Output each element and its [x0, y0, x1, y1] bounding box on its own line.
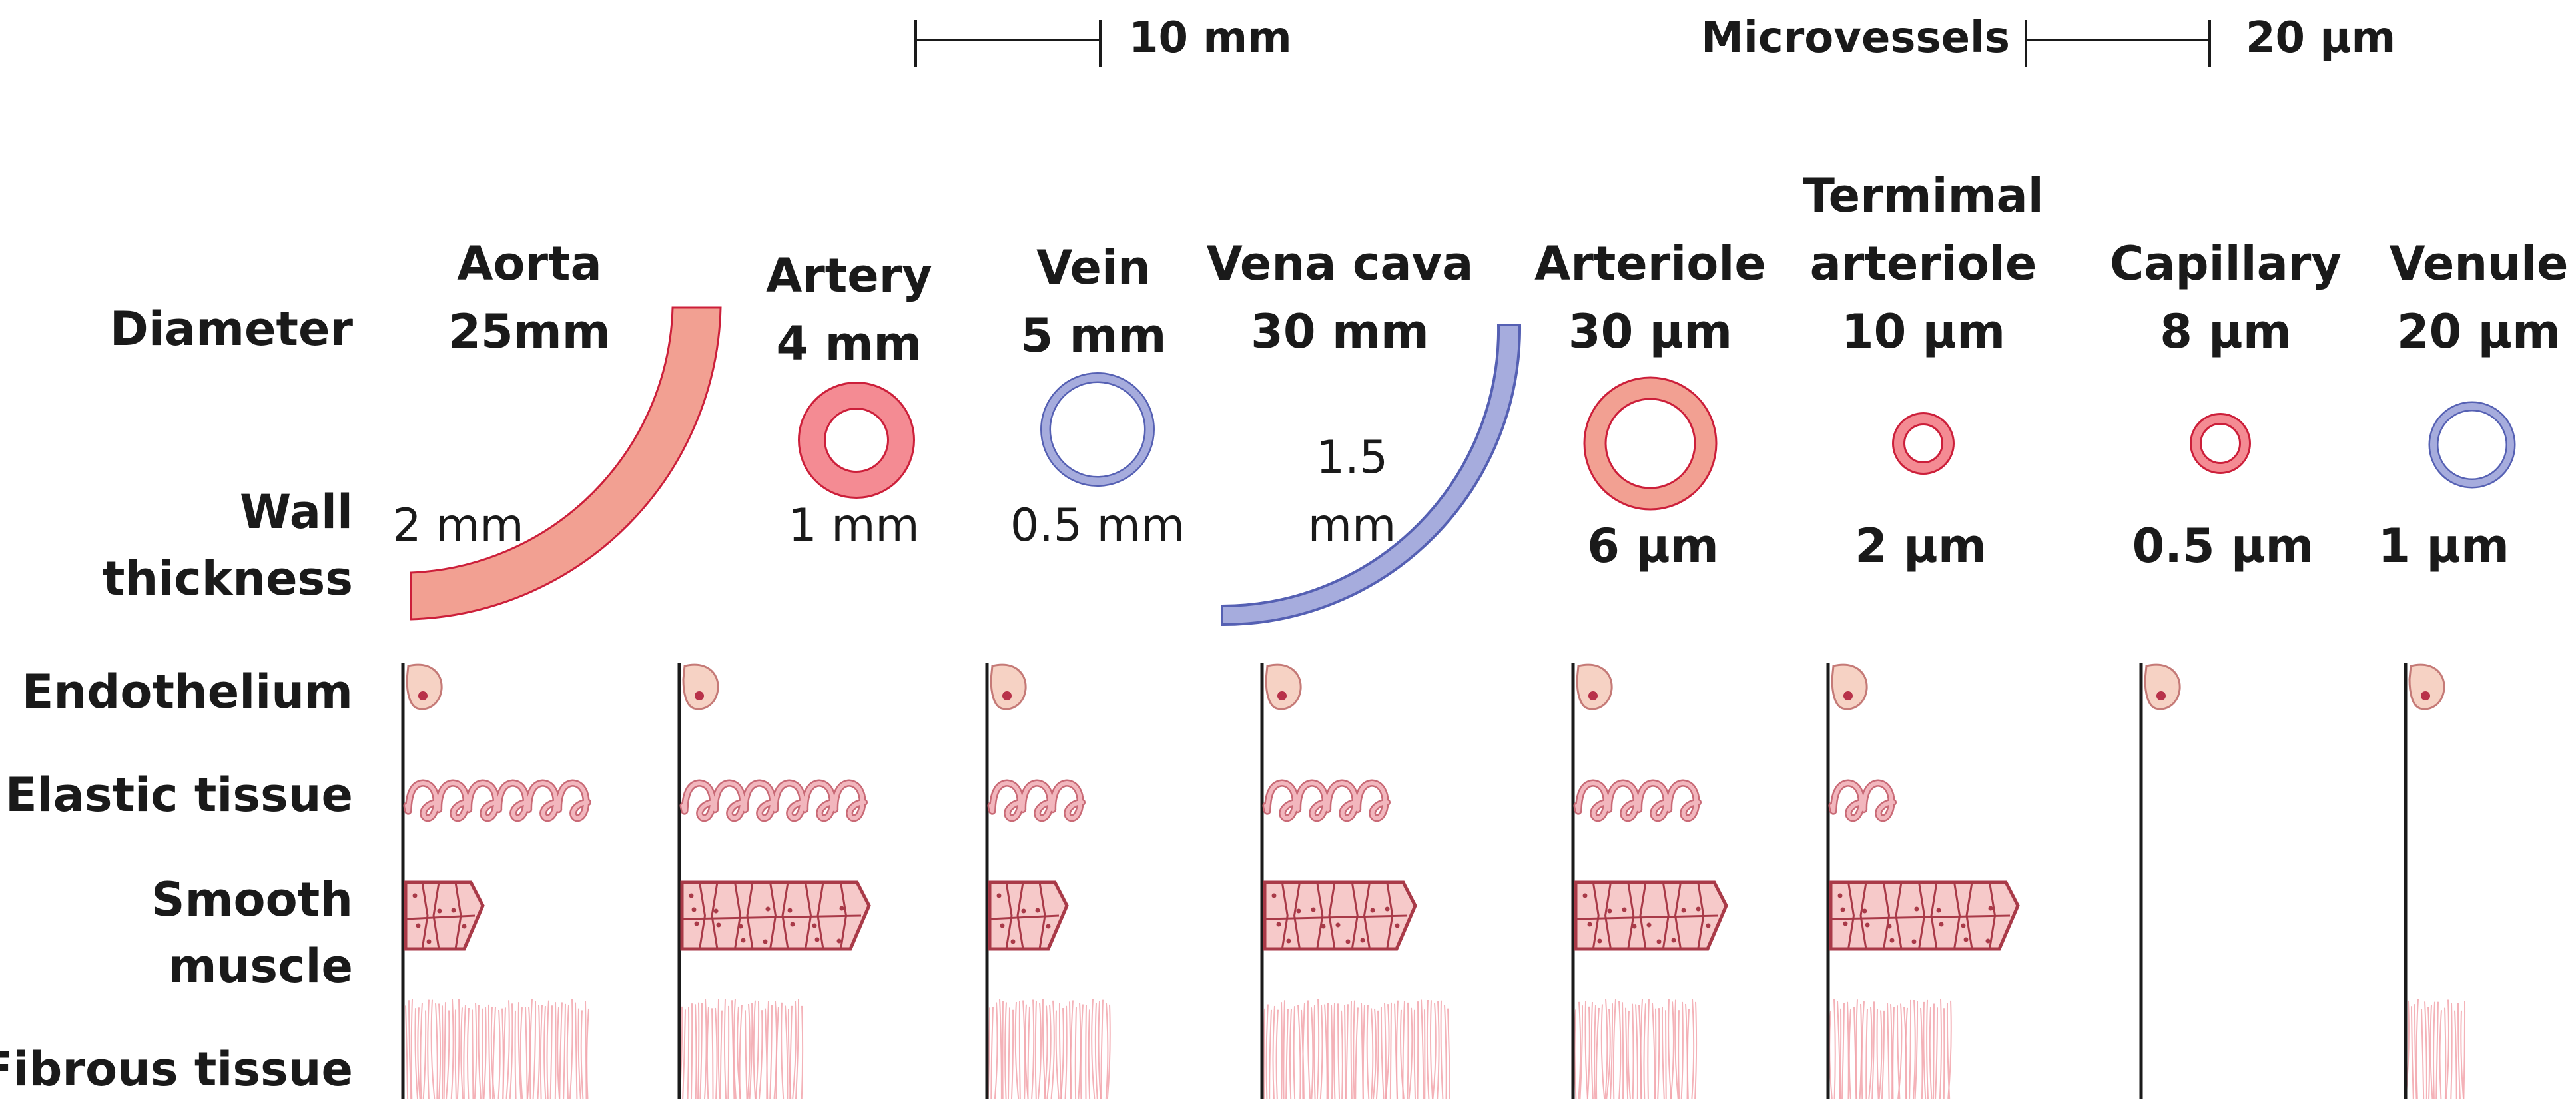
vessel-name-terminal-arteriole-1: Termimal: [1803, 168, 2044, 223]
tissue-column-terminal-arteriole: [1826, 663, 2020, 1099]
aorta-wall-arc: [410, 306, 722, 621]
smooth-muscle-aorta: [404, 880, 485, 951]
tissue-column-vena-cava: [1260, 663, 1450, 1099]
row-label-elastic: Elastic tissue: [5, 768, 353, 822]
row-label-diameter: Diameter: [110, 302, 354, 356]
row-label-smooth-1: Smooth: [151, 872, 353, 927]
tissue-column-arteriole: [1571, 663, 1728, 1099]
smooth-muscle-vena-cava: [1263, 880, 1417, 951]
vessel-diameter-artery: 4 mm: [777, 316, 922, 371]
fibrous-tissue-aorta: [405, 999, 589, 1099]
wall-thickness-vena-cava-2: mm: [1308, 499, 1396, 552]
endothelium-cell-vena-cava: [1265, 663, 1302, 710]
vessel-name-aorta: Aorta: [457, 236, 602, 291]
tissue-column-aorta: [401, 663, 591, 1099]
vessel-name-vein: Vein: [1036, 240, 1151, 295]
endothelium-cell-terminal-arteriole: [1831, 663, 1868, 710]
tissue-column-artery: [677, 663, 871, 1099]
fibrous-tissue-artery: [679, 999, 804, 1099]
cross-sections: [410, 306, 2516, 627]
row-labels: Diameter Wall thickness Endothelium Elas…: [0, 302, 353, 1097]
row-label-wall-2: thickness: [103, 551, 353, 606]
vessel-diameter-arteriole: 30 µm: [1568, 304, 1732, 359]
tissue-column-venule: [2404, 663, 2466, 1099]
vessel-diameter-vena-cava: 30 mm: [1251, 304, 1429, 359]
vessel-diameter-venule: 20 µm: [2397, 304, 2561, 359]
vessel-name-capillary: Capillary: [2110, 236, 2342, 291]
fibrous-tissue-arteriole: [1574, 999, 1698, 1099]
wall-thickness-labels: 2 mm 1 mm 0.5 mm 1.5 mm 6 µm 2 µm 0.5 µm…: [392, 431, 2509, 573]
row-label-endothelium: Endothelium: [22, 665, 353, 719]
elastic-tissue-arteriole: [1573, 779, 1702, 822]
endothelium-cell-vein: [990, 663, 1027, 710]
wall-thickness-terminal-arteriole: 2 µm: [1855, 519, 1987, 573]
elastic-tissue-terminal-arteriole: [1828, 779, 1897, 822]
scale-bar-micro-label: 20 µm: [2246, 13, 2396, 63]
fibrous-tissue-venule: [2405, 999, 2466, 1099]
wall-thickness-venule: 1 µm: [2378, 519, 2509, 573]
vessel-name-vena-cava: Vena cava: [1207, 236, 1474, 291]
wall-thickness-aorta: 2 mm: [392, 499, 523, 552]
scale-bar-main-label: 10 mm: [1129, 13, 1292, 63]
elastic-tissue-vena-cava: [1262, 779, 1391, 822]
scale-bar-micro: Microvessels 20 µm: [1701, 13, 2396, 67]
vessel-diameter-vein: 5 mm: [1021, 308, 1167, 363]
elastic-tissue-aorta: [403, 779, 591, 822]
wall-thickness-vein: 0.5 mm: [1010, 499, 1185, 552]
elastic-tissue-vein: [987, 779, 1086, 822]
smooth-muscle-arteriole: [1574, 880, 1728, 951]
smooth-muscle-vein: [988, 880, 1069, 951]
vena-cava-wall-arc: [1221, 324, 1522, 627]
row-label-wall-1: Wall: [240, 485, 353, 539]
endothelium-cell-capillary: [2144, 663, 2181, 710]
endothelium-cell-arteriole: [1576, 663, 1613, 710]
microvessels-label: Microvessels: [1701, 13, 2010, 63]
fibrous-tissue-vein: [987, 999, 1111, 1099]
wall-thickness-capillary: 0.5 µm: [2132, 519, 2314, 573]
tissue-column-capillary: [2139, 663, 2181, 1099]
scale-bar-main: 10 mm: [914, 13, 1292, 67]
wall-thickness-artery: 1 mm: [788, 499, 919, 552]
endothelium-cell-aorta: [406, 663, 443, 710]
tissue-columns: [401, 663, 2466, 1099]
endothelium-cell-venule: [2408, 663, 2445, 710]
vessel-headers: Aorta 25mm Artery 4 mm Vein 5 mm Vena ca…: [448, 168, 2568, 371]
fibrous-tissue-vena-cava: [1263, 998, 1450, 1099]
smooth-muscle-artery: [680, 880, 871, 951]
vessel-diameter-terminal-arteriole: 10 µm: [1841, 304, 2005, 359]
vessel-name-terminal-arteriole-2: arteriole: [1810, 236, 2037, 291]
wall-thickness-vena-cava-1: 1.5: [1316, 431, 1388, 484]
vessel-diameter-aorta: 25mm: [448, 304, 610, 359]
smooth-muscle-terminal-arteriole: [1829, 880, 2020, 951]
vessel-diameter-capillary: 8 µm: [2160, 304, 2292, 359]
vessel-name-artery: Artery: [766, 248, 932, 303]
tissue-column-vein: [985, 663, 1111, 1099]
fibrous-tissue-terminal-arteriole: [1829, 999, 1952, 1099]
endothelium-cell-artery: [682, 663, 719, 710]
vessel-name-arteriole: Arteriole: [1534, 236, 1766, 291]
row-label-fibrous: Fibrous tissue: [0, 1042, 353, 1097]
row-label-smooth-2: muscle: [168, 939, 353, 993]
wall-thickness-arteriole: 6 µm: [1587, 519, 1719, 573]
elastic-tissue-artery: [679, 779, 868, 822]
vessel-name-venule: Venule: [2390, 236, 2569, 291]
